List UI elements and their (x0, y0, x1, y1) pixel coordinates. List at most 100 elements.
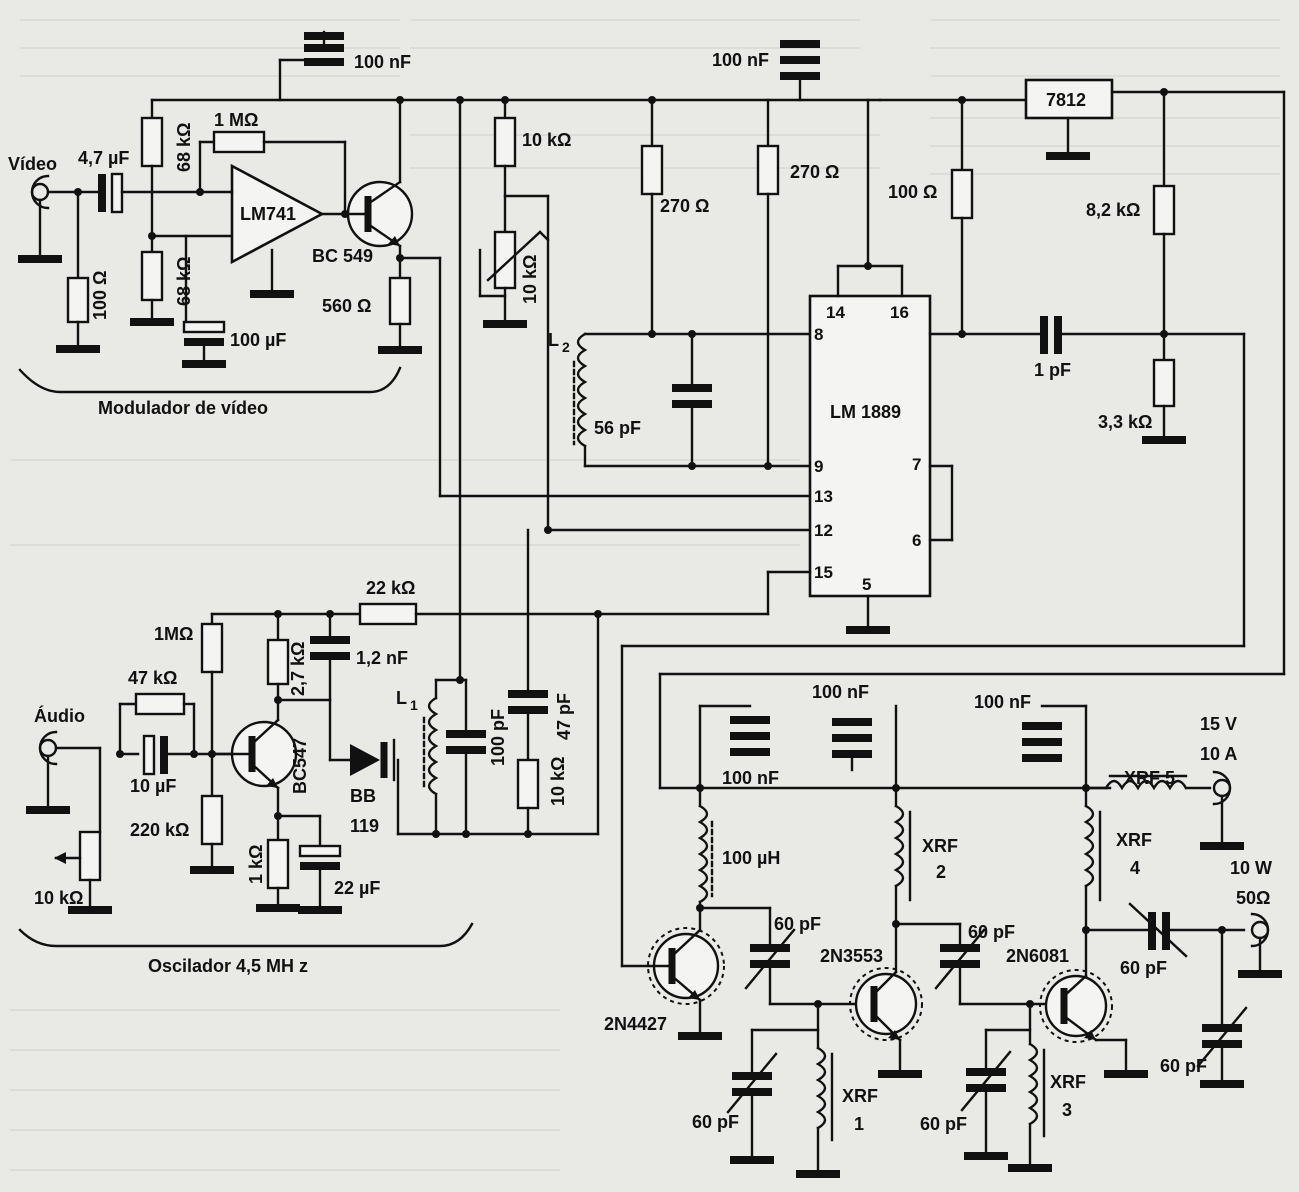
transistor-2n3553 (849, 967, 923, 1078)
varicap-bb119 (350, 744, 380, 776)
cap-1p (1040, 316, 1048, 354)
label-ic: LM 1889 (830, 402, 901, 422)
cap-56p (672, 384, 712, 392)
label-c-22u: 22 µF (334, 878, 380, 898)
cap-100n-a (730, 716, 770, 724)
pin-13: 13 (814, 487, 833, 506)
label-r-video-load: 100 Ω (90, 271, 110, 320)
label-video-section: Modulador de vídeo (98, 398, 268, 418)
trimmer-60p-e (1148, 912, 1156, 950)
pin-12: 12 (814, 521, 833, 540)
label-r-33k: 3,3 kΩ (1098, 412, 1152, 432)
label-pot-10k: 10 kΩ (520, 255, 540, 304)
choke-xrf4 (1083, 804, 1095, 888)
label-cv-60b: 60 pF (692, 1112, 739, 1132)
pin-9: 9 (814, 457, 823, 476)
trimmer-60p-b (732, 1072, 772, 1080)
label-l2: L (548, 330, 559, 350)
opamp-lm741 (230, 163, 325, 265)
resistor-68k-top (140, 116, 164, 168)
cap-100n-top (304, 44, 344, 52)
resistor-100-ic (950, 168, 974, 220)
cap-10u (142, 734, 156, 776)
label-c-bypass: 100 µF (230, 330, 286, 350)
video-modulator (18, 30, 882, 498)
cap-100n-c (1022, 722, 1062, 730)
label-r-82k: 8,2 kΩ (1086, 200, 1140, 220)
resistor-220k (200, 794, 224, 846)
antenna-jack (1238, 912, 1282, 978)
label-impedance: 50Ω (1236, 888, 1270, 908)
label-audio: Áudio (34, 705, 85, 726)
inductor-l1 (427, 696, 439, 796)
cap-22u (298, 844, 342, 858)
label-opamp: LM741 (240, 204, 296, 224)
label-l-100u: 100 µH (722, 848, 780, 868)
resistor-3k3 (1152, 358, 1176, 408)
label-r-47k: 47 kΩ (128, 668, 177, 688)
supply-jack (1200, 770, 1244, 850)
choke-xrf3 (1027, 1042, 1039, 1126)
label-r-bias-bot: 68 kΩ (174, 257, 194, 306)
label-cv-60d: 60 pF (920, 1114, 967, 1134)
cap-100p (446, 730, 486, 738)
label-r-270a: 270 Ω (660, 196, 709, 216)
label-c-12n: 1,2 nF (356, 648, 408, 668)
choke-xrf5 (1104, 779, 1188, 791)
label-c-video-in: 4,7 µF (78, 148, 129, 168)
label-q-3: 2N6081 (1006, 946, 1069, 966)
ic-lm1889 (808, 294, 932, 598)
label-q-video: BC 549 (312, 246, 373, 266)
label-xrf1-n: 1 (854, 1114, 864, 1134)
transistor-bc549 (343, 98, 414, 280)
label-c-100n-b: 100 nF (812, 682, 869, 702)
label-xrf2: XRF (922, 836, 958, 856)
label-supply-v: 15 V (1200, 714, 1237, 734)
resistor-47k (134, 692, 186, 716)
label-cv-60f: 60 pF (1160, 1056, 1207, 1076)
label-xrf4: XRF (1116, 830, 1152, 850)
label-c-100n-c: 100 nF (974, 692, 1031, 712)
trimmer-60p-c (940, 944, 980, 952)
pin-15: 15 (814, 563, 833, 582)
audio-oscillator (18, 528, 602, 948)
label-varicap-num: 119 (350, 816, 379, 836)
label-reg: 7812 (1046, 90, 1086, 110)
paper-texture (10, 19, 1280, 1171)
resistor-1M-feedback (212, 130, 266, 154)
label-supply-a: 10 A (1200, 744, 1237, 764)
choke-xrf1 (815, 1046, 827, 1130)
label-osc-section: Oscilador 4,5 MH z (148, 956, 308, 976)
label-r-27k: 2,7 kΩ (288, 642, 308, 696)
label-r-22k: 22 kΩ (366, 578, 415, 598)
label-r-emitter: 560 Ω (322, 296, 371, 316)
label-pot-audio: 10 kΩ (34, 888, 83, 908)
label-cv-60a: 60 pF (774, 914, 821, 934)
pot-10k (493, 230, 517, 290)
resistor-1k (266, 838, 290, 890)
label-q-2: 2N3553 (820, 946, 883, 966)
inductor-l2 (576, 332, 588, 448)
label-c-top: 100 nF (354, 52, 411, 72)
pin-7: 7 (912, 455, 921, 474)
pin-16: 16 (890, 303, 909, 322)
label-r-220k: 220 kΩ (130, 820, 189, 840)
transistor-2n6081 (1039, 969, 1148, 1078)
label-xrf5: XRF 5 (1124, 768, 1175, 788)
label-q-osc: BC547 (290, 738, 310, 794)
choke-100u (697, 804, 709, 904)
label-c-100n-a: 100 nF (722, 768, 779, 788)
cap-100n-mid (780, 40, 820, 48)
trimmer-60p-d (966, 1068, 1006, 1076)
cap-4u7 (98, 174, 106, 212)
label-r-feedback: 1 MΩ (214, 110, 258, 130)
label-r-bias-top: 68 kΩ (174, 123, 194, 172)
resistor-2k7 (266, 638, 290, 686)
label-c-100p: 100 pF (488, 709, 508, 766)
resistor-560 (388, 276, 412, 326)
cap-47p (508, 690, 548, 698)
video-section-bracket (18, 366, 402, 394)
label-video: Vídeo (8, 154, 57, 174)
resistor-22k (358, 602, 418, 626)
